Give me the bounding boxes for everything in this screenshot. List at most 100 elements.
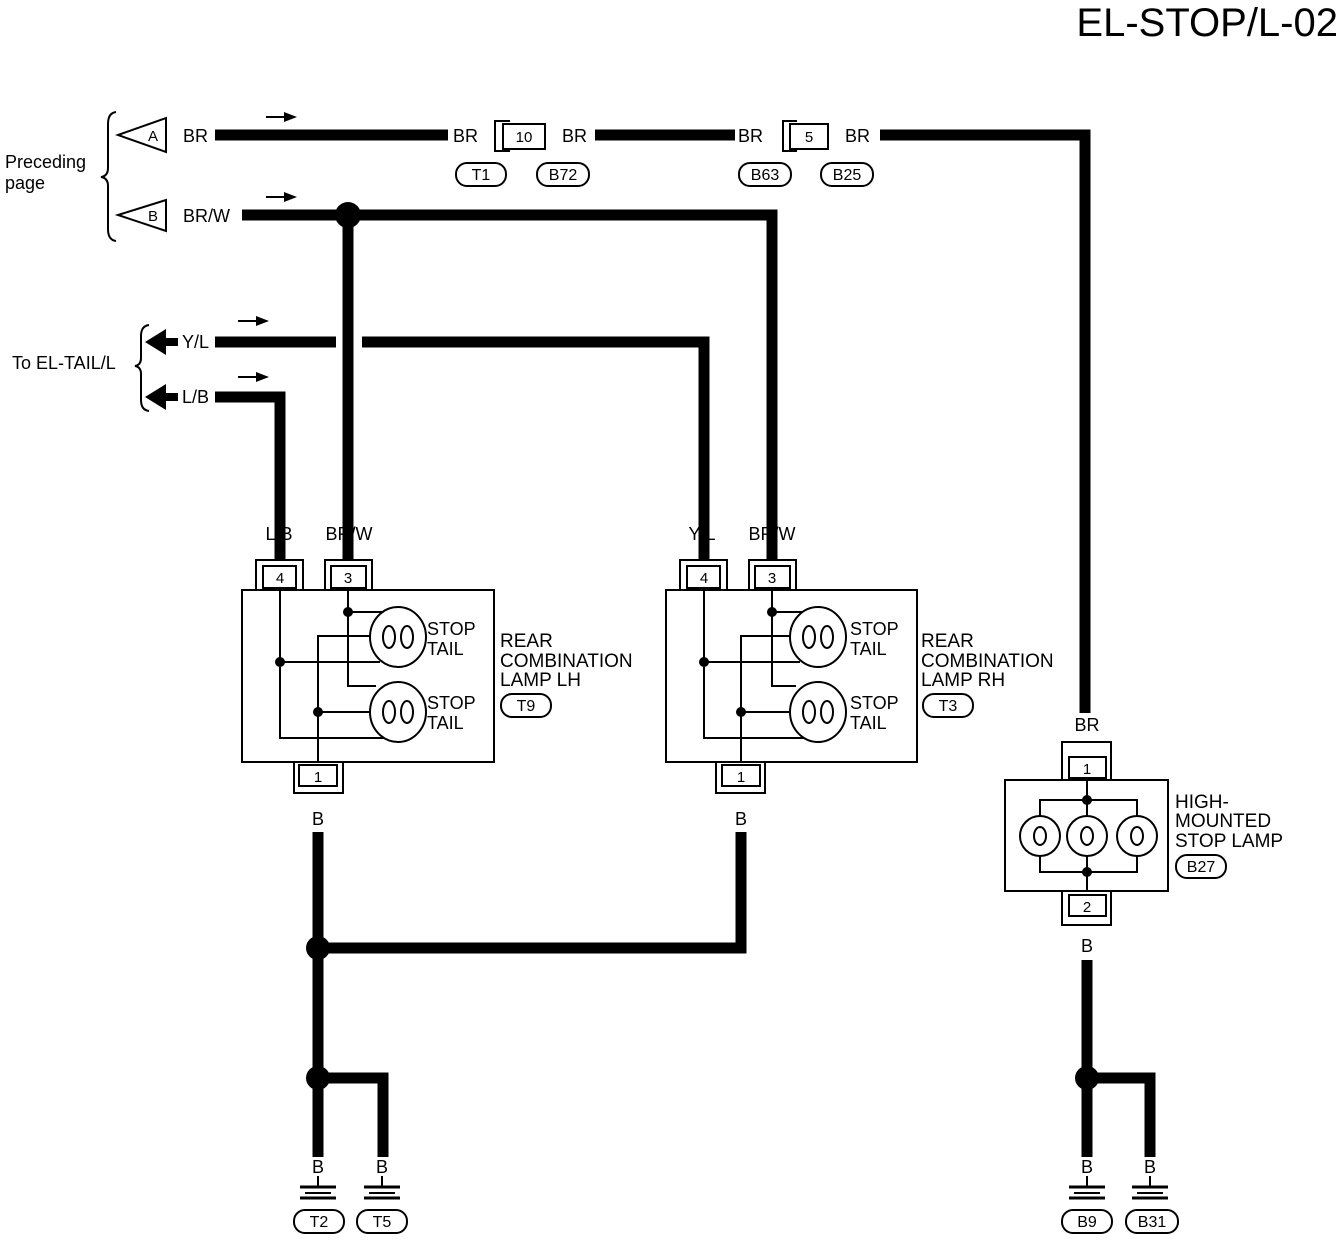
connector-id: B63 — [751, 167, 780, 184]
connector-id-pill: T2 — [293, 1209, 345, 1234]
rear-ground-circuit: B T2 B T5 — [293, 832, 747, 1234]
wire-b-t5 — [318, 1072, 389, 1157]
br-harness: BR 10 BR BR 5 BR T1 B72 B63 B2 — [215, 120, 1091, 713]
wire-brw-main — [242, 209, 778, 560]
connector-id-pill: B27 — [1175, 854, 1227, 879]
to-tail-bracket — [134, 324, 150, 412]
preceding-page-group: Preceding page — [5, 111, 117, 242]
pin-number: 4 — [700, 570, 708, 587]
bulb-icon — [1066, 815, 1108, 857]
connector-id-pill: T9 — [500, 693, 552, 718]
connector-id-pill: B31 — [1125, 1209, 1179, 1234]
component-name-line2: COMBINATION — [921, 651, 1054, 672]
internal-wiring — [699, 590, 804, 762]
component-name-line2: COMBINATION — [500, 651, 633, 672]
to-tail-label: To EL-TAIL/L — [12, 353, 116, 373]
br-wire-label: BR — [562, 126, 587, 146]
joint-connector-pin: 10 — [516, 129, 533, 146]
ground-id: B31 — [1138, 1214, 1167, 1231]
rear-combination-lamp-rh: Y/L BR/W 4 3 — [665, 524, 1054, 829]
bulb-icon — [369, 606, 427, 668]
bulb-label-stop: STOP — [427, 619, 476, 639]
lamp-housing — [665, 589, 918, 763]
bulb-label-stop: STOP — [850, 619, 899, 639]
bulb-label-tail: TAIL — [850, 639, 887, 659]
preceding-page-bracket — [100, 111, 117, 242]
ground-id: B9 — [1077, 1214, 1097, 1231]
joint-connector-pin: 5 — [805, 129, 813, 146]
internal-wiring — [275, 590, 384, 762]
pin-connector-1: 1 — [293, 762, 344, 794]
pin-wire-label: BR/W — [326, 524, 373, 544]
ground-icon — [300, 1176, 336, 1200]
ground-wire-label: B — [376, 1157, 388, 1177]
pin-number: 4 — [276, 570, 284, 587]
bulb-icon — [1019, 815, 1061, 857]
connector-triangle-b-icon — [114, 198, 167, 233]
connector-id: T1 — [472, 167, 491, 184]
internal-wiring — [1039, 780, 1138, 891]
high-mounted-stop-lamp: BR 1 HIGH- MOUNTED STOP LAMP — [1004, 715, 1283, 1234]
bulb-label-tail: TAIL — [850, 713, 887, 733]
pin-number: 1 — [1083, 761, 1091, 778]
ground-wire-label: B — [312, 1157, 324, 1177]
joint-connector-10: 10 — [494, 120, 546, 152]
connector-triangle-a-icon — [115, 116, 167, 154]
component-name-line1: REAR — [500, 631, 553, 652]
pin-wire-label: B — [1081, 936, 1093, 956]
preceding-page-label-line1: Preceding — [5, 152, 86, 172]
bulb-label-stop: STOP — [427, 693, 476, 713]
pin-wire-label: BR/W — [749, 524, 796, 544]
component-name-line1: HIGH- — [1175, 792, 1229, 813]
pin-connector-4: 4 — [679, 559, 728, 590]
connector-id: B25 — [833, 167, 862, 184]
pin-number: 2 — [1083, 899, 1091, 916]
connector-id: T3 — [939, 698, 958, 715]
component-name-line2: MOUNTED — [1175, 811, 1271, 832]
bulb-icon — [1116, 815, 1158, 857]
splice-dot — [335, 202, 361, 228]
component-name-line1: REAR — [921, 631, 974, 652]
connector-id: B72 — [549, 167, 578, 184]
bulb-label-stop: STOP — [850, 693, 899, 713]
input-b-letter: B — [148, 208, 158, 225]
wire-b-rh — [318, 832, 747, 954]
ground-id: T2 — [310, 1214, 329, 1231]
connector-id: B27 — [1187, 859, 1216, 876]
input-a-wire-label: BR — [183, 126, 208, 146]
connector-id-pill: B72 — [536, 162, 590, 187]
input-b: B BR/W — [114, 192, 778, 560]
connector-id-pill: B63 — [738, 162, 792, 187]
joint-connector-5: 5 — [782, 120, 829, 152]
pin-connector-3: 3 — [748, 559, 797, 590]
pin-wire-label: Y/L — [688, 524, 715, 544]
current-flow-arrow-icon — [238, 372, 269, 382]
preceding-page-label-line2: page — [5, 173, 45, 193]
input-a-letter: A — [148, 128, 158, 145]
component-name-line3: LAMP LH — [500, 670, 581, 691]
output-lb: L/B — [145, 372, 286, 560]
ground-wire-label: B — [1144, 1157, 1156, 1177]
wire-br-segment-3 — [880, 129, 1091, 713]
pin-connector-1: 1 — [1061, 741, 1112, 780]
input-a: A BR — [115, 112, 297, 154]
to-tail-group: To EL-TAIL/L — [12, 324, 150, 412]
current-flow-arrow-icon — [238, 316, 269, 326]
output-arrow-icon — [145, 329, 178, 355]
pin-number: 1 — [737, 769, 745, 786]
connector-id-pill: T1 — [455, 162, 507, 187]
splice-dot — [306, 936, 330, 960]
pin-number: 3 — [344, 570, 352, 587]
connector-id-pill: T3 — [922, 693, 974, 718]
output-yl: Y/L — [145, 316, 710, 560]
br-wire-label: BR — [453, 126, 478, 146]
pin-number: 1 — [314, 769, 322, 786]
splice-dot — [1075, 1066, 1099, 1090]
pin-connector-4: 4 — [255, 559, 304, 590]
bulb-label-tail: TAIL — [427, 639, 464, 659]
pin-number: 3 — [768, 570, 776, 587]
connector-id: T9 — [517, 698, 536, 715]
ground-icon — [364, 1176, 400, 1200]
output-lb-wire-label: L/B — [182, 387, 209, 407]
